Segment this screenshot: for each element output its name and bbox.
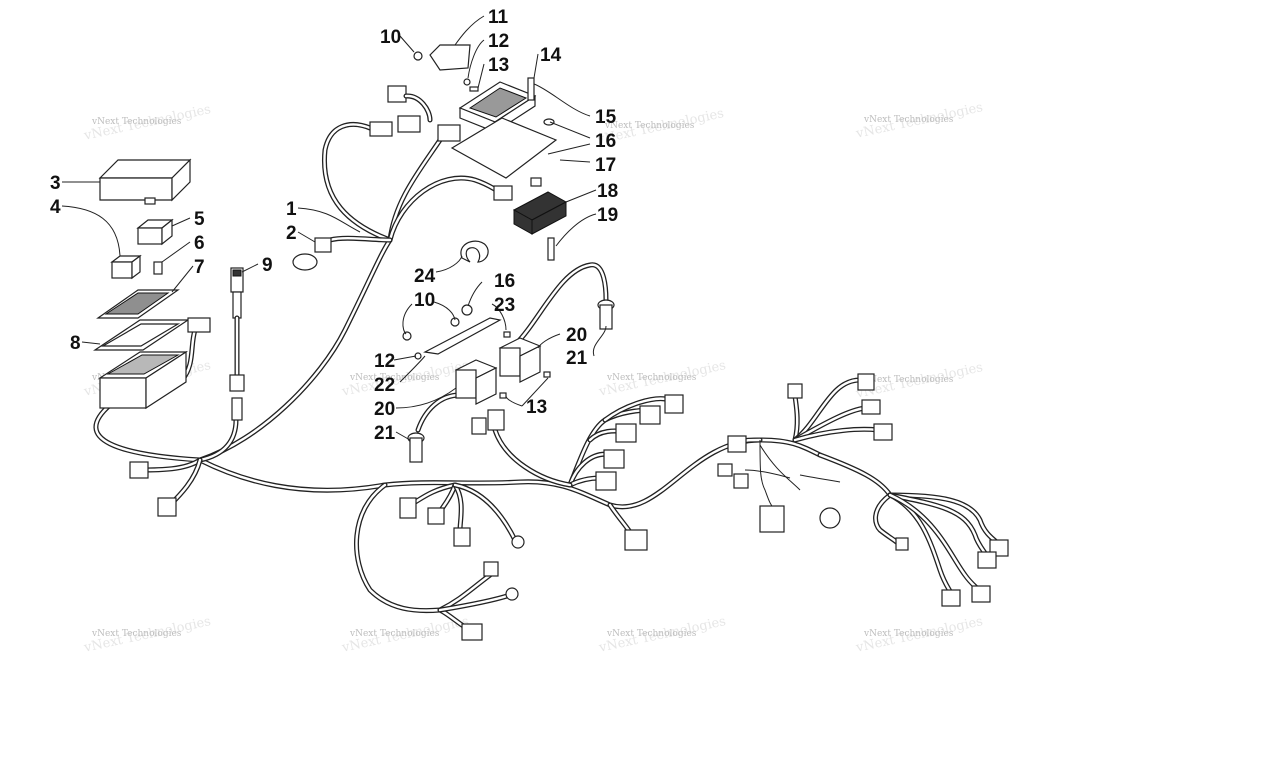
watermark: vNext Technologies vNext Technologies: [854, 614, 984, 656]
watermark: vNext Technologies vNext Technologies: [82, 614, 212, 656]
connector: [387, 85, 407, 103]
fuse-box-cover: [98, 158, 192, 205]
bolt: [547, 237, 555, 261]
callout-labels: 1 2 3 4 5 6 7 8 9 10 11 12 13 14 15 16 1…: [50, 7, 618, 444]
callout-16: 16: [494, 271, 515, 292]
bolt: [503, 331, 511, 338]
mounting-bracket: [413, 44, 479, 92]
connector: [369, 121, 393, 137]
callout-6: 6: [194, 233, 205, 254]
connector-2: [292, 237, 332, 271]
washer: [543, 118, 555, 126]
callout-4: 4: [50, 197, 61, 218]
callout-9: 9: [262, 255, 273, 276]
connector: [187, 317, 211, 333]
nut: [530, 177, 542, 187]
bolt: [543, 371, 551, 378]
svg-text:vNext Technologies: vNext Technologies: [606, 373, 697, 383]
callout-12: 12: [488, 31, 509, 52]
callout-20: 20: [374, 399, 395, 420]
callout-22: 22: [374, 375, 395, 396]
callout-15: 15: [595, 107, 617, 128]
callout-2: 2: [286, 223, 297, 244]
sensor-probe: [229, 267, 245, 421]
svg-text:vNext Technologies: vNext Technologies: [604, 121, 695, 131]
relay-small: [110, 254, 142, 280]
callout-16: 16: [595, 131, 616, 152]
spark-plug-cap: [407, 432, 425, 463]
callout-24: 24: [414, 266, 436, 287]
ignition-coil: [498, 337, 542, 383]
clip-ring: [460, 240, 489, 263]
callout-14: 14: [540, 45, 562, 66]
fuse-panel-board: [96, 289, 180, 319]
callout-20: 20: [566, 325, 587, 346]
relay-large: [136, 218, 174, 246]
callout-13: 13: [488, 55, 509, 76]
callout-17: 17: [595, 155, 616, 176]
callout-10: 10: [414, 290, 435, 311]
callout-19: 19: [597, 205, 618, 226]
mounting-plate: [450, 117, 558, 179]
watermark: vNext Technologies vNext Technologies: [854, 100, 984, 142]
fuse: [153, 261, 163, 275]
callout-21: 21: [566, 348, 588, 369]
watermark: vNext Technologies vNext Technologies: [340, 614, 470, 656]
callout-21: 21: [374, 423, 396, 444]
bolt: [527, 77, 535, 101]
spark-plug-cap: [597, 299, 615, 330]
callout-23: 23: [494, 295, 515, 316]
ignition-coil: [454, 359, 498, 405]
callout-10: 10: [380, 27, 401, 48]
svg-text:vNext Technologies: vNext Technologies: [91, 117, 182, 127]
callout-13: 13: [526, 397, 547, 418]
svg-text:vNext Technologies: vNext Technologies: [863, 629, 954, 639]
callout-1: 1: [286, 199, 297, 220]
watermark: vNext Technologies vNext Technologies: [597, 358, 727, 400]
connector: [397, 115, 421, 133]
callout-8: 8: [70, 333, 81, 354]
svg-text:vNext Technologies: vNext Technologies: [863, 115, 954, 125]
callout-7: 7: [194, 257, 205, 278]
callout-5: 5: [194, 209, 205, 230]
leader-lines: [61, 15, 607, 441]
svg-text:vNext Technologies: vNext Technologies: [91, 629, 182, 639]
callout-3: 3: [50, 173, 61, 194]
callout-12: 12: [374, 351, 395, 372]
watermark: vNext Technologies vNext Technologies: [82, 102, 212, 144]
svg-text:vNext Technologies: vNext Technologies: [863, 375, 954, 385]
svg-text:vNext Technologies: vNext Technologies: [349, 373, 440, 383]
harness-connectors: [129, 373, 1009, 641]
callout-18: 18: [597, 181, 618, 202]
svg-text:vNext Technologies: vNext Technologies: [349, 629, 440, 639]
callout-11: 11: [488, 7, 509, 28]
fuse-box-base: [97, 350, 189, 410]
watermark: vNext Technologies vNext Technologies: [597, 614, 727, 656]
svg-text:vNext Technologies: vNext Technologies: [606, 629, 697, 639]
bolt: [499, 392, 507, 399]
voltage-regulator: [493, 185, 568, 235]
